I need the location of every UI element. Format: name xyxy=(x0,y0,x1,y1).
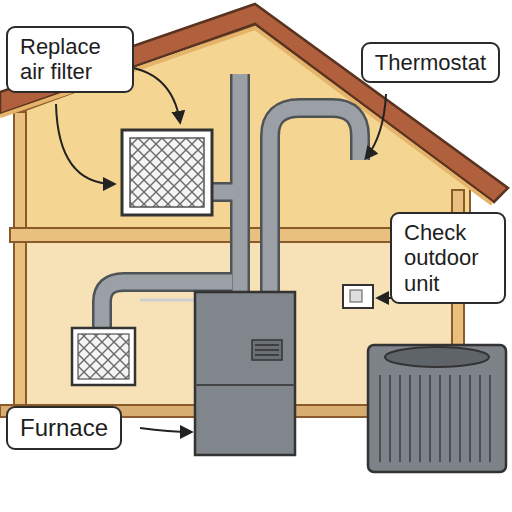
vent-slats xyxy=(255,345,279,355)
roof xyxy=(0,4,508,202)
callout-text: Furnace xyxy=(20,414,108,442)
leader-arrows xyxy=(56,66,392,432)
callout-box: Replace air filter xyxy=(6,26,134,93)
furnace-seam xyxy=(195,384,295,386)
callout-box: Thermostat xyxy=(361,42,500,83)
thermostat-screen xyxy=(350,290,362,302)
callout-box: Check outdoor unit xyxy=(390,212,506,304)
thermostat-device xyxy=(343,285,373,308)
callout-text: Check outdoor unit xyxy=(404,220,492,296)
callout-text: Replace air filter xyxy=(20,34,120,85)
furnace-unit xyxy=(195,292,295,455)
furnace-vent xyxy=(252,340,282,360)
return-filter xyxy=(72,328,135,385)
outdoor-unit xyxy=(368,345,506,472)
callout-box: Furnace xyxy=(6,406,122,450)
filter-mesh xyxy=(78,334,129,379)
callout-text: Thermostat xyxy=(375,50,486,75)
left-wall xyxy=(14,112,26,412)
coil-grille xyxy=(380,375,490,462)
air-filter xyxy=(122,130,212,215)
filter-mesh xyxy=(130,138,204,207)
fan-grille xyxy=(385,347,489,367)
